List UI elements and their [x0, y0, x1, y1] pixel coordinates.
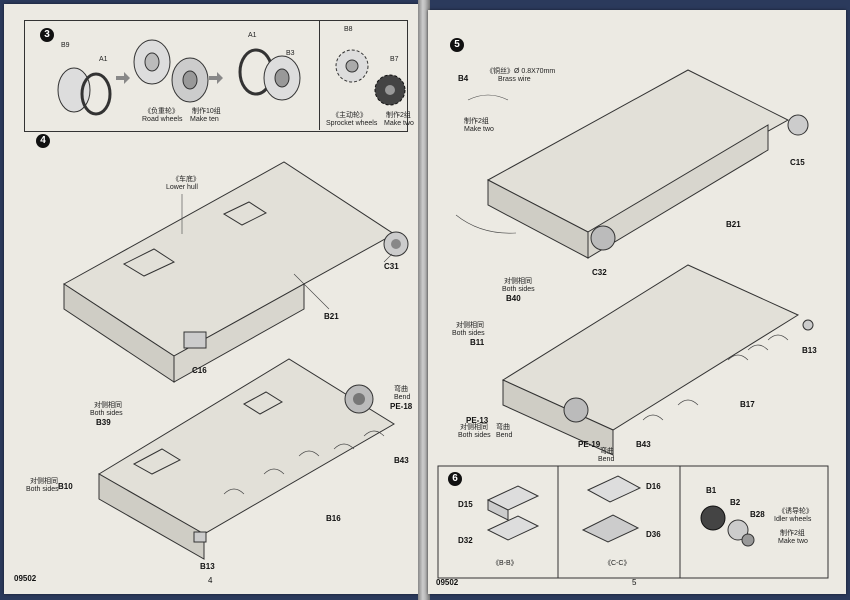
road-wheels-en: Road wheels — [142, 116, 183, 123]
sprocket-drawing — [335, 49, 406, 106]
part-c32: C32 — [592, 268, 607, 277]
bend-en-right-1: Bend — [496, 432, 513, 439]
both-sides-en-4: Both sides — [452, 330, 485, 337]
part-b13-left: B13 — [200, 562, 215, 571]
lower-hull-drawing-bottom — [98, 358, 395, 560]
part-d32: D32 — [458, 536, 473, 545]
part-b21-right: B21 — [726, 220, 741, 229]
part-b40: B40 — [506, 294, 521, 303]
part-c15: C15 — [790, 158, 805, 167]
bb-label: 《B-B》 — [492, 560, 518, 567]
step3-number: 3 — [40, 28, 54, 42]
road-make-cn: 制作10组 — [192, 108, 221, 115]
both-sides-en-5: Both sides — [458, 432, 491, 439]
idler-cn: 《诱导轮》 — [778, 508, 813, 515]
both-sides-en-3: Both sides — [502, 286, 535, 293]
part-b10: B10 — [58, 482, 73, 491]
road-part-a1-left: A1 — [99, 56, 108, 63]
part-d15: D15 — [458, 500, 473, 509]
part-b21-left: B21 — [324, 312, 339, 321]
left-drawings — [57, 39, 409, 560]
lower-hull-drawing-top — [63, 161, 409, 383]
part-b43-right: B43 — [636, 440, 651, 449]
sprocket-make-en: Make two — [384, 120, 414, 127]
sprocket-part-b8: B8 — [344, 26, 353, 33]
sprocket-make-cn: 制作2组 — [386, 112, 411, 119]
step6-number: 6 — [448, 472, 462, 486]
make-two-cn-right: 制作2组 — [464, 118, 489, 125]
bb-drawing — [486, 485, 540, 541]
road-make-en: Make ten — [190, 116, 219, 123]
part-c16: C16 — [192, 366, 207, 375]
part-b43-left: B43 — [394, 456, 409, 465]
cc-label: 《C-C》 — [604, 560, 631, 567]
right-page: 5 B4 《铜丝》Ø 0.8X70mm Brass wire 制作2组 Make… — [428, 10, 846, 594]
both-sides-en-2: Both sides — [26, 486, 59, 493]
make-two-en-right: Make two — [464, 126, 494, 133]
brass-wire-cn: 《铜丝》Ø 0.8X70mm — [486, 68, 556, 75]
part-b1: B1 — [706, 486, 717, 495]
step4-number: 4 — [36, 134, 50, 148]
lower-hull-cn: 《车底》 — [172, 176, 200, 183]
part-d36: D36 — [646, 530, 661, 539]
right-drawings — [437, 69, 829, 579]
part-b39: B39 — [96, 418, 111, 427]
bend-en-left: Bend — [394, 394, 411, 401]
both-sides-cn-5: 对侧相同 — [460, 424, 488, 431]
part-b17: B17 — [740, 400, 755, 409]
both-sides-cn-4: 对侧相同 — [456, 322, 484, 329]
hull-step5-top — [455, 69, 809, 259]
book-gutter — [418, 0, 430, 600]
part-c31: C31 — [384, 262, 399, 271]
product-code-left: 09502 — [14, 574, 37, 583]
road-wheel-drawing — [57, 39, 301, 116]
hull-step5-bottom — [501, 264, 814, 456]
part-pe19: PE-19 — [578, 440, 601, 449]
idler-drawing — [700, 505, 755, 547]
idler-make-en: Make two — [778, 538, 808, 545]
sprocket-part-b7: B7 — [390, 56, 399, 63]
both-sides-cn-3: 对侧相同 — [504, 278, 532, 285]
brass-wire-en: Brass wire — [498, 76, 531, 83]
left-page: 3 — [4, 4, 420, 594]
bend-cn-right-2: 弯曲 — [600, 448, 614, 455]
idler-en: Idler wheels — [774, 516, 812, 523]
part-b4: B4 — [458, 74, 469, 83]
bend-cn-left: 弯曲 — [394, 386, 408, 393]
road-part-a1-right: A1 — [248, 32, 257, 39]
idler-make-cn: 制作2组 — [780, 530, 805, 537]
part-pe13: PE-13 — [466, 416, 489, 425]
sprocket-en: Sprocket wheels — [326, 120, 378, 127]
both-sides-cn-1: 对侧相同 — [94, 402, 122, 409]
part-b11: B11 — [470, 338, 485, 347]
part-b2: B2 — [730, 498, 741, 507]
road-part-b3: B3 — [286, 50, 295, 57]
part-b28: B28 — [750, 510, 765, 519]
page-number-left: 4 — [208, 576, 213, 585]
page-number-right: 5 — [632, 578, 637, 587]
both-sides-cn-2: 对侧相同 — [30, 478, 58, 485]
sprocket-cn: 《主动轮》 — [332, 112, 367, 119]
step3-box — [24, 20, 408, 132]
bend-en-right-2: Bend — [598, 456, 615, 463]
part-b16: B16 — [326, 514, 341, 523]
step5-number: 5 — [450, 38, 464, 52]
part-d16: D16 — [646, 482, 661, 491]
step3-divider — [319, 20, 321, 130]
bend-cn-right-1: 弯曲 — [496, 424, 510, 431]
road-wheels-cn: 《负重轮》 — [144, 108, 179, 115]
both-sides-en-1: Both sides — [90, 410, 123, 417]
product-code-right: 09502 — [436, 578, 459, 587]
cc-drawing — [581, 475, 642, 543]
part-b13-right: B13 — [802, 346, 817, 355]
lower-hull-en: Lower hull — [166, 184, 198, 191]
part-pe18: PE-18 — [390, 402, 413, 411]
road-part-b9: B9 — [61, 42, 70, 49]
